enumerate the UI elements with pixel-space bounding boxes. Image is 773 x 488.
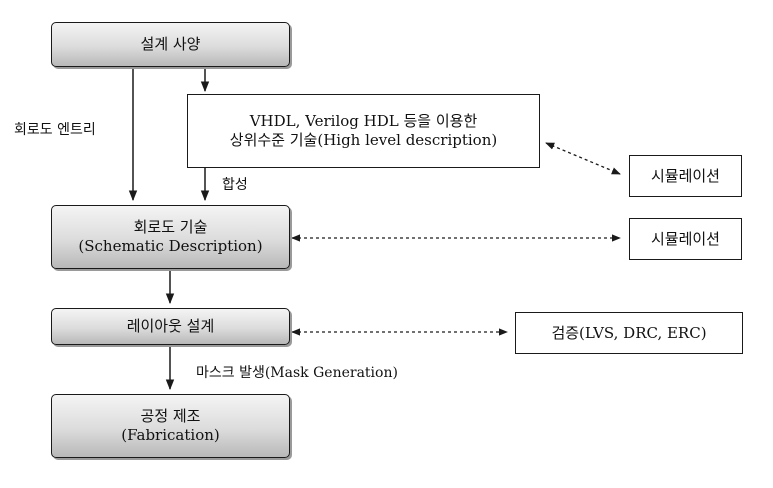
fabrication-line1: 공정 제조 — [140, 407, 201, 426]
verification-box: 검증(LVS, DRC, ERC) — [515, 312, 743, 354]
layout-design-box: 레이아웃 설계 — [51, 308, 290, 345]
fabrication-box: 공정 제조 (Fabrication) — [51, 394, 290, 458]
schematic-line2: (Schematic Description) — [78, 237, 263, 255]
simulation-label-2: 시뮬레이션 — [650, 229, 720, 248]
design-spec-box: 설계 사양 — [51, 22, 290, 67]
layout-design-label: 레이아웃 설계 — [126, 317, 215, 336]
schematic-box: 회로도 기술 (Schematic Description) — [51, 205, 290, 269]
hdl-line1: VHDL, Verilog HDL 등을 이용한 — [249, 112, 478, 131]
simulation-label-1: 시뮬레이션 — [650, 166, 720, 185]
dashed-link-hdl-sim1 — [545, 142, 621, 175]
schematic-line1: 회로도 기술 — [133, 218, 208, 237]
mask-generation-label: 마스크 발생(Mask Generation) — [196, 365, 398, 381]
simulation-box-2: 시뮬레이션 — [629, 218, 742, 260]
hdl-line2: 상위수준 기술(High level description) — [229, 131, 498, 149]
hdl-description-box: VHDL, Verilog HDL 등을 이용한 상위수준 기술(High le… — [187, 94, 540, 168]
synthesis-label: 합성 — [222, 177, 248, 193]
fabrication-line2: (Fabrication) — [121, 426, 220, 444]
design-spec-label: 설계 사양 — [140, 35, 201, 54]
simulation-box-1: 시뮬레이션 — [629, 155, 742, 197]
verification-label: 검증(LVS, DRC, ERC) — [551, 323, 707, 342]
circuit-entry-label: 회로도 엔트리 — [14, 122, 96, 138]
